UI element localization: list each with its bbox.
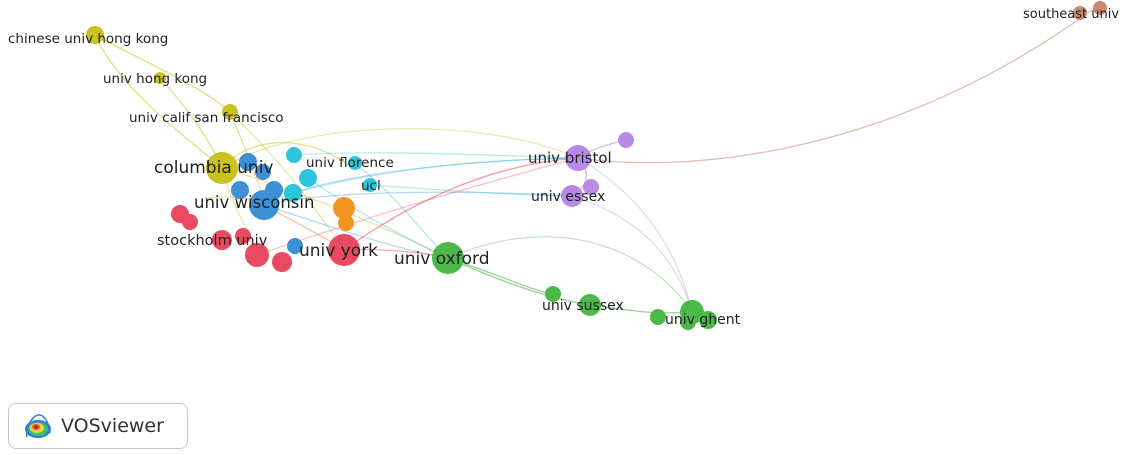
label-univ-calif-san-francisco: univ calif san francisco	[129, 110, 284, 126]
node-cyan-b[interactable]	[299, 169, 317, 187]
link	[571, 195, 693, 313]
node-univ-oxford[interactable]	[432, 242, 464, 274]
label-univ-bristol: univ bristol	[528, 149, 612, 167]
link	[229, 111, 345, 251]
vosviewer-logo-icon	[25, 414, 51, 438]
node-southeast-univ-b[interactable]	[1093, 1, 1107, 15]
label-univ-york: univ york	[299, 241, 378, 261]
node-green-b[interactable]	[650, 309, 666, 325]
node-blue-d[interactable]	[231, 181, 249, 199]
vosviewer-badge: VOSviewer	[8, 403, 188, 449]
node-southeast-univ[interactable]	[1073, 6, 1087, 20]
node-green-d[interactable]	[699, 311, 717, 329]
link	[292, 157, 579, 194]
node-univ-hong-kong[interactable]	[154, 72, 166, 84]
node-stockholm-univ[interactable]	[212, 230, 232, 250]
label-univ-florence: univ florence	[306, 155, 394, 171]
link	[343, 157, 579, 251]
node-purple-a[interactable]	[618, 132, 634, 148]
link	[293, 152, 579, 159]
label-univ-ghent: univ ghent	[665, 312, 741, 328]
link	[577, 157, 693, 313]
link	[589, 304, 693, 314]
node-red-d[interactable]	[245, 243, 269, 267]
link	[369, 184, 573, 197]
label-columbia-univ: columbia univ	[154, 158, 273, 178]
link	[447, 257, 591, 306]
node-univ-florence[interactable]	[348, 156, 362, 170]
node-univ-york[interactable]	[328, 234, 360, 266]
node-purple-b[interactable]	[583, 179, 599, 195]
node-univ-calif-san-francisco[interactable]	[222, 104, 238, 120]
node-labels: chinese univ hong kong univ hong kong un…	[8, 7, 1119, 328]
node-blue-a[interactable]	[239, 153, 257, 171]
link	[577, 9, 1093, 164]
link	[256, 157, 579, 256]
link	[94, 34, 223, 169]
label-univ-wisconsin: univ wisconsin	[194, 193, 314, 212]
label-univ-hong-kong: univ hong kong	[103, 71, 207, 87]
vosviewer-brand-name: VOSviewer	[61, 415, 164, 437]
node-red-c[interactable]	[235, 228, 251, 244]
node-green-c[interactable]	[680, 314, 696, 330]
link	[263, 204, 449, 259]
node-orange-a[interactable]	[333, 197, 355, 219]
label-univ-sussex: univ sussex	[542, 298, 624, 314]
node-orange-b[interactable]	[338, 215, 354, 231]
node-cyan-a[interactable]	[286, 147, 302, 163]
link	[447, 236, 693, 313]
node-columbia-univ[interactable]	[206, 152, 238, 184]
label-univ-essex: univ essex	[531, 189, 605, 205]
node-red-e[interactable]	[272, 252, 292, 272]
network-nodes	[86, 1, 1107, 330]
node-univ-essex[interactable]	[561, 185, 583, 207]
node-green-a[interactable]	[545, 286, 561, 302]
link	[221, 128, 579, 169]
label-chinese-univ-hong-kong: chinese univ hong kong	[8, 31, 168, 47]
label-southeast-univ: southeast univ	[1023, 7, 1119, 22]
node-cyan-c[interactable]	[284, 184, 302, 202]
label-univ-oxford: univ oxford	[394, 249, 490, 269]
node-chinese-univ-hong-kong[interactable]	[86, 26, 104, 44]
node-univ-wisconsin[interactable]	[249, 190, 279, 220]
node-univ-sussex[interactable]	[579, 294, 601, 316]
node-red-b[interactable]	[182, 214, 198, 230]
node-univ-bristol[interactable]	[565, 145, 591, 171]
link	[94, 34, 231, 113]
node-ucl[interactable]	[363, 178, 377, 192]
node-blue-b[interactable]	[255, 164, 271, 180]
label-stockholm-univ: stockholm univ	[157, 233, 268, 249]
label-ucl: ucl	[361, 178, 381, 194]
node-blue-e[interactable]	[287, 238, 303, 254]
